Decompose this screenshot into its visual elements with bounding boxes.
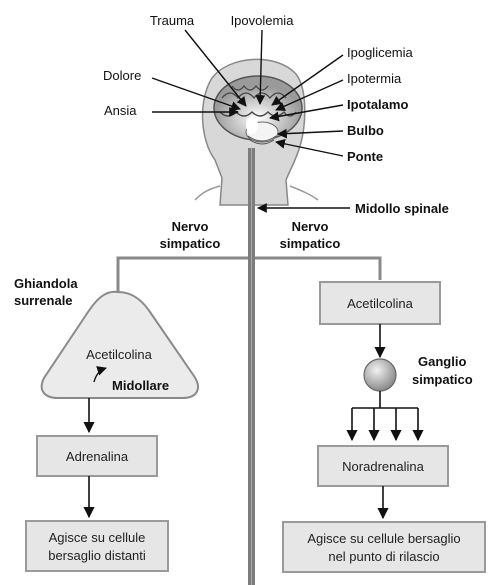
label-ipovolemia: Ipovolemia [231,13,295,28]
label-nervo-right-2: simpatico [280,236,341,251]
label-ipoglicemia: Ipoglicemia [347,45,414,60]
label-ansia: Ansia [104,103,137,118]
label-surrenale: surrenale [14,293,73,308]
label-ganglio: Ganglio [418,354,466,369]
label-nervo-left-1: Nervo [172,219,209,234]
label-ghiandola: Ghiandola [14,276,78,291]
adrenalina-label: Adrenalina [66,449,129,464]
postganglionic-fibers [352,391,418,440]
label-dolore: Dolore [103,68,141,83]
label-nervo-left-2: simpatico [160,236,221,251]
distant-effect-line1: Agisce su cellule [49,530,146,545]
label-midollare: Midollare [112,378,169,393]
local-effect-line1: Agisce su cellule bersaglio [307,531,460,546]
label-ipotalamo: Ipotalamo [347,97,408,112]
noradrenalina-label: Noradrenalina [342,459,424,474]
acetilcolina-label: Acetilcolina [347,296,414,311]
label-simpatico: simpatico [412,372,473,387]
distant-effect-box [26,521,168,571]
label-ipotermia: Ipotermia [347,71,402,86]
label-bulbo: Bulbo [347,123,384,138]
label-nervo-right-1: Nervo [292,219,329,234]
label-acetilcolina-adrenal: Acetilcolina [86,347,153,362]
label-midollo-spinale: Midollo spinale [355,201,449,216]
distant-effect-line2: bersaglio distanti [48,548,146,563]
sympathetic-ganglion [364,359,396,391]
label-ponte: Ponte [347,149,383,164]
local-effect-line2: nel punto di rilascio [328,549,439,564]
local-effect-box [283,522,485,572]
label-trauma: Trauma [150,13,195,28]
